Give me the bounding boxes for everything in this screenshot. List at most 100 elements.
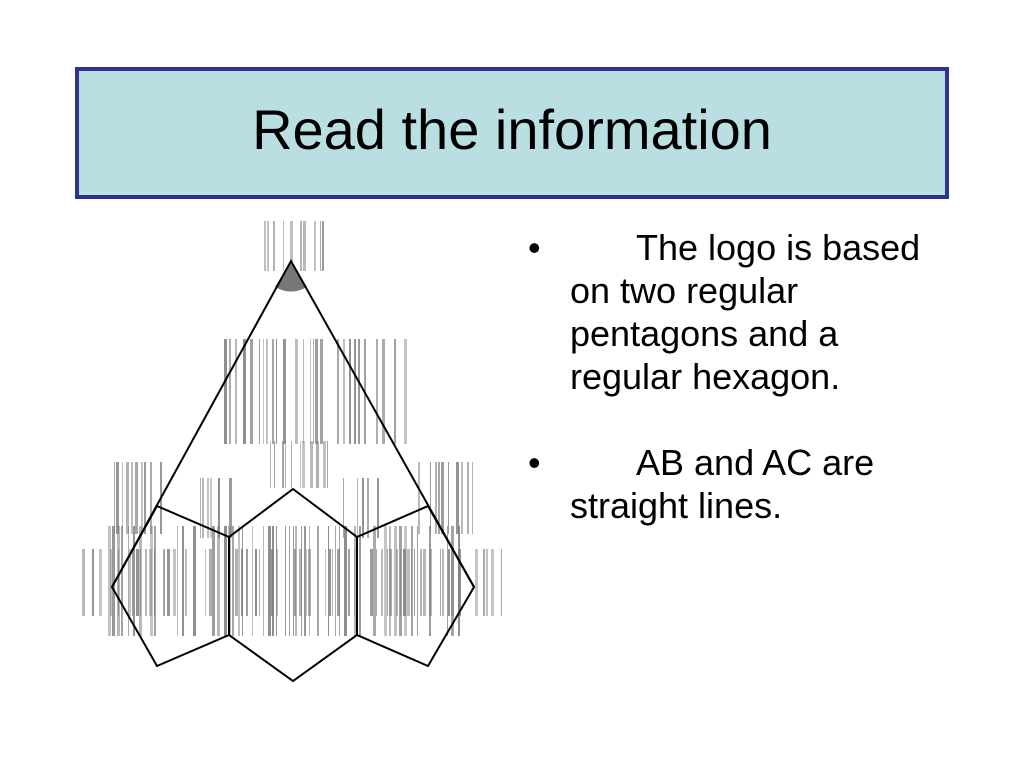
barcode-stripe — [136, 549, 139, 616]
barcode-stripe — [354, 526, 356, 636]
barcode-stripe — [343, 478, 344, 538]
bullet-text: AB and AC are straight lines. — [570, 442, 875, 526]
barcode-stripe — [423, 549, 426, 616]
barcode-stripe — [404, 339, 407, 444]
barcode-stripe — [310, 339, 311, 444]
barcode-stripe — [242, 526, 243, 636]
barcode-stripe — [441, 462, 444, 534]
bullet-marker: • — [528, 442, 541, 483]
barcode-stripe — [300, 221, 302, 271]
barcode-stripe — [252, 526, 253, 636]
barcode-stripe — [320, 339, 323, 444]
barcode-stripe — [126, 462, 129, 534]
barcode-stripe — [429, 526, 431, 636]
barcode-stripe — [229, 339, 231, 444]
barcode-stripe — [461, 462, 463, 534]
barcode-stripe — [309, 526, 310, 636]
barcode-stripe — [232, 526, 234, 636]
barcode-stripe — [167, 549, 170, 616]
barcode-stripe — [501, 549, 502, 616]
barcode-stripe — [448, 549, 450, 616]
barcode-stripe — [144, 462, 146, 534]
barcode-stripe — [224, 339, 227, 444]
barcode-stripe — [291, 441, 292, 488]
barcode-stripe — [467, 462, 469, 534]
barcode-stripe — [435, 462, 437, 534]
barcode-stripe — [310, 441, 313, 488]
barcode-stripe — [268, 526, 271, 636]
barcode-stripe — [303, 339, 304, 444]
barcode-stripe — [273, 221, 275, 271]
barcode-stripe — [320, 221, 321, 271]
barcode-stripe — [376, 549, 377, 616]
slide-title: Read the information — [252, 98, 772, 161]
title-box: Read the information — [75, 67, 949, 199]
barcode-stripe — [114, 462, 115, 534]
barcode-stripe — [128, 526, 129, 636]
barcode-stripe — [313, 339, 314, 444]
barcode-stripe — [145, 549, 147, 616]
barcode-stripe — [117, 526, 120, 636]
barcode-stripe — [250, 339, 253, 444]
barcode-stripe — [163, 549, 165, 616]
barcode-stripe — [399, 526, 402, 636]
barcode-stripe — [289, 526, 290, 636]
barcode-stripe — [285, 526, 286, 636]
barcode-stripe — [99, 549, 102, 616]
barcode-stripe — [440, 549, 441, 616]
barcode-stripe — [337, 339, 339, 444]
barcode-stripe — [407, 549, 410, 616]
barcode-stripe — [282, 441, 284, 488]
barcode-stripe — [304, 526, 306, 636]
barcode-stripe — [177, 526, 178, 636]
barcode-stripe — [283, 339, 286, 444]
barcode-stripe — [139, 526, 142, 636]
barcode-stripe — [129, 549, 131, 616]
barcode-stripe — [354, 339, 356, 444]
barcode-stripe — [483, 549, 485, 616]
right-pentagon — [356, 504, 476, 668]
barcode-stripe — [193, 526, 196, 636]
barcode-stripe — [442, 549, 444, 616]
barcode-stripe — [243, 339, 246, 444]
barcode-stripe — [263, 339, 264, 444]
barcode-stripe — [302, 441, 305, 488]
barcode-stripe — [384, 526, 387, 636]
barcode-stripe — [274, 441, 275, 488]
barcode-stripe — [344, 526, 347, 636]
barcode-stripe — [235, 549, 238, 616]
barcode-stripe — [394, 339, 396, 444]
barcode-stripe — [149, 549, 152, 616]
barcode-stripes — [82, 221, 502, 636]
barcode-stripe — [323, 441, 326, 488]
barcode-stripe — [332, 549, 333, 616]
barcode-stripe — [327, 441, 328, 488]
barcode-stripe — [272, 339, 274, 444]
barcode-stripe — [131, 462, 133, 534]
barcode-stripe — [229, 478, 232, 538]
left-pentagon — [110, 504, 230, 668]
barcode-stripe — [116, 462, 119, 534]
barcode-stripe — [259, 339, 260, 444]
barcode-stripe — [185, 549, 187, 616]
barcode-stripe — [150, 526, 153, 636]
barcode-stripe — [235, 339, 237, 444]
barcode-stripe — [325, 549, 326, 616]
barcode-stripe — [382, 339, 385, 444]
barcode-stripe — [108, 526, 111, 636]
barcode-stripe — [303, 221, 306, 271]
barcode-stripe — [349, 339, 351, 444]
barcode-stripe — [121, 526, 123, 636]
bullet-marker: • — [528, 227, 541, 268]
barcode-stripe — [202, 478, 204, 538]
barcode-stripe — [182, 526, 184, 636]
barcode-stripe — [218, 478, 220, 538]
logo-figure — [78, 216, 506, 686]
barcode-stripe — [411, 526, 413, 636]
barcode-stripe — [328, 526, 329, 636]
barcode-stripe — [314, 221, 316, 271]
barcode-stripe — [339, 526, 340, 636]
barcode-stripe — [358, 339, 360, 444]
barcode-stripe — [263, 526, 264, 636]
barcode-stripe — [370, 549, 373, 616]
